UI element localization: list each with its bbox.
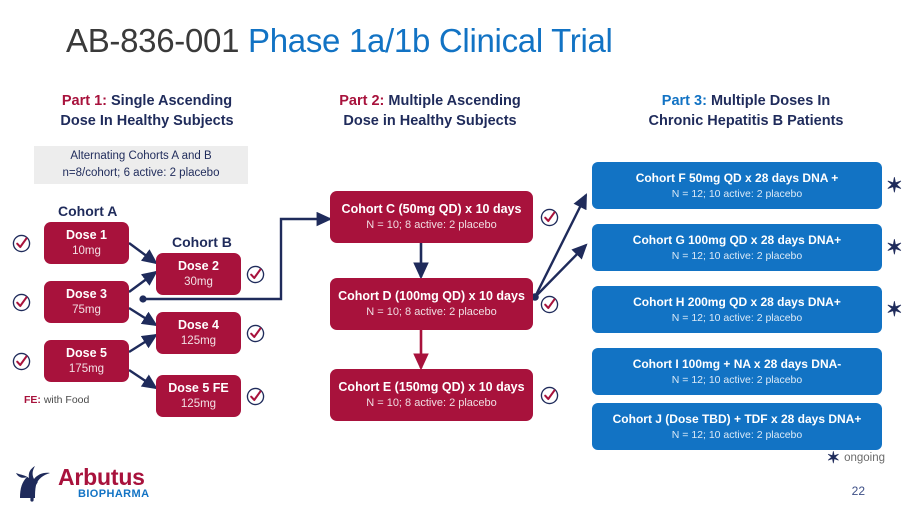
part3-header-line2: Chronic Hepatitis B Patients bbox=[648, 112, 844, 129]
dose-3-name: Dose 3 bbox=[66, 287, 107, 301]
cohort-f-sub: N = 12; 10 active: 2 placebo bbox=[671, 187, 803, 200]
dose-box-5[interactable]: Dose 5 175mg bbox=[44, 340, 129, 382]
checkmark-dose-2 bbox=[246, 265, 265, 284]
cohort-c-title: Cohort C (50mg QD) x 10 days bbox=[341, 202, 522, 217]
dose-2-name: Dose 2 bbox=[178, 259, 219, 273]
part2-label: Part 2: bbox=[339, 93, 385, 109]
fe-legend: FE: with Food bbox=[24, 394, 89, 406]
dose-2-amount: 30mg bbox=[184, 275, 213, 288]
cohort-d-sub: N = 10; 8 active: 2 placebo bbox=[366, 306, 497, 319]
cohort-a-label: Cohort A bbox=[58, 203, 118, 219]
checkmark-cohort-d bbox=[540, 295, 559, 314]
dose-5fe-amount: 125mg bbox=[180, 397, 217, 410]
arrow-dose1-dose2 bbox=[128, 242, 158, 265]
dose-4-name: Dose 4 bbox=[178, 318, 219, 332]
ongoing-legend: ✶ ongoing bbox=[827, 448, 885, 468]
part1-note-box: Alternating Cohorts A and B n=8/cohort; … bbox=[34, 146, 248, 184]
dose-box-2[interactable]: Dose 2 30mg bbox=[156, 253, 241, 295]
page-number: 22 bbox=[851, 484, 865, 498]
arrow-dose3-dose2 bbox=[128, 270, 158, 293]
cohort-box-j[interactable]: Cohort J (Dose TBD) + TDF x 28 days DNA+… bbox=[592, 403, 882, 450]
dose-1-name: Dose 1 bbox=[66, 228, 107, 242]
cohort-h-title: Cohort H 200mg QD x 28 days DNA+ bbox=[633, 295, 841, 310]
title-accent: Phase 1a/1b Clinical Trial bbox=[248, 22, 613, 59]
cohort-e-title: Cohort E (150mg QD) x 10 days bbox=[338, 380, 525, 395]
arbutus-tree-icon bbox=[16, 466, 50, 502]
dose-5-amount: 175mg bbox=[68, 362, 105, 375]
ongoing-asterisk-cohort-h: ✶ bbox=[886, 299, 903, 321]
note-line-1: Alternating Cohorts A and B bbox=[70, 150, 212, 163]
dose-4-amount: 125mg bbox=[180, 334, 217, 347]
cohort-box-e[interactable]: Cohort E (150mg QD) x 10 days N = 10; 8 … bbox=[330, 369, 533, 421]
dose-1-amount: 10mg bbox=[72, 244, 101, 257]
checkmark-cohort-e bbox=[540, 386, 559, 405]
cohort-f-title: Cohort F 50mg QD x 28 days DNA + bbox=[635, 171, 839, 186]
ongoing-legend-label: ongoing bbox=[844, 452, 885, 464]
checkmark-dose-3 bbox=[12, 293, 31, 312]
cohort-e-sub: N = 10; 8 active: 2 placebo bbox=[366, 397, 497, 410]
cohort-b-label: Cohort B bbox=[172, 234, 232, 250]
cohort-box-c[interactable]: Cohort C (50mg QD) x 10 days N = 10; 8 a… bbox=[330, 191, 533, 243]
arbutus-logo: Arbutus BIOPHARMA bbox=[12, 462, 192, 506]
dose-5-name: Dose 5 bbox=[66, 346, 107, 360]
part3-label: Part 3: bbox=[661, 93, 707, 109]
dose-box-3[interactable]: Dose 3 75mg bbox=[44, 281, 129, 323]
checkmark-dose-5fe bbox=[246, 387, 265, 406]
dose-3-amount: 75mg bbox=[72, 303, 101, 316]
part1-label: Part 1: bbox=[61, 93, 107, 109]
cohort-box-f[interactable]: Cohort F 50mg QD x 28 days DNA + N = 12;… bbox=[592, 162, 882, 209]
cohort-g-title: Cohort G 100mg QD x 28 days DNA+ bbox=[632, 233, 842, 248]
checkmark-dose-1 bbox=[12, 234, 31, 253]
junction-node-part1 bbox=[139, 295, 147, 303]
dose-box-4[interactable]: Dose 4 125mg bbox=[156, 312, 241, 354]
fe-legend-rest: with Food bbox=[40, 394, 90, 406]
fe-legend-bold: FE: bbox=[24, 394, 41, 406]
part3-header: Part 3: Multiple Doses In Chronic Hepati… bbox=[600, 92, 892, 131]
cohort-box-h[interactable]: Cohort H 200mg QD x 28 days DNA+ N = 12;… bbox=[592, 286, 882, 333]
title-prefix: AB-836-001 bbox=[66, 22, 248, 59]
page-title: AB-836-001 Phase 1a/1b Clinical Trial bbox=[66, 22, 613, 60]
part1-header-rest: Single Ascending bbox=[106, 93, 233, 109]
part3-header-rest: Multiple Doses In bbox=[706, 93, 831, 109]
checkmark-dose-4 bbox=[246, 324, 265, 343]
cohort-j-sub: N = 12; 10 active: 2 placebo bbox=[671, 428, 803, 441]
arrow-dose5-dose5fe bbox=[128, 369, 158, 390]
ongoing-legend-star: ✶ bbox=[826, 450, 841, 467]
cohort-d-title: Cohort D (100mg QD) x 10 days bbox=[338, 289, 525, 304]
cohort-i-title: Cohort I 100mg + NA x 28 days DNA- bbox=[632, 357, 842, 372]
ongoing-asterisk-cohort-g: ✶ bbox=[886, 237, 903, 259]
ongoing-asterisk-cohort-f: ✶ bbox=[886, 175, 903, 197]
dose-box-1[interactable]: Dose 1 10mg bbox=[44, 222, 129, 264]
part1-header: Part 1: Single Ascending Dose In Healthy… bbox=[22, 92, 272, 131]
cohort-g-sub: N = 12; 10 active: 2 placebo bbox=[671, 249, 803, 262]
logo-wordmark: Arbutus bbox=[58, 464, 145, 490]
cohort-c-sub: N = 10; 8 active: 2 placebo bbox=[366, 219, 497, 232]
cohort-box-d[interactable]: Cohort D (100mg QD) x 10 days N = 10; 8 … bbox=[330, 278, 533, 330]
note-line-2: n=8/cohort; 6 active: 2 placebo bbox=[62, 167, 220, 179]
arrow-part2-to-cohortG bbox=[534, 243, 588, 298]
part2-header-rest: Multiple Ascending bbox=[384, 93, 521, 109]
cohort-h-sub: N = 12; 10 active: 2 placebo bbox=[671, 311, 803, 324]
dose-5fe-name: Dose 5 FE bbox=[168, 381, 229, 395]
part1-header-line2: Dose In Healthy Subjects bbox=[60, 112, 234, 129]
cohort-i-sub: N = 12; 10 active: 2 placebo bbox=[671, 373, 803, 386]
dose-box-5fe[interactable]: Dose 5 FE 125mg bbox=[156, 375, 241, 417]
part2-header-line2: Dose in Healthy Subjects bbox=[343, 112, 517, 129]
checkmark-cohort-c bbox=[540, 208, 559, 227]
cohort-box-g[interactable]: Cohort G 100mg QD x 28 days DNA+ N = 12;… bbox=[592, 224, 882, 271]
logo-subtitle: BIOPHARMA bbox=[78, 488, 150, 500]
cohort-box-i[interactable]: Cohort I 100mg + NA x 28 days DNA- N = 1… bbox=[592, 348, 882, 395]
arrow-dose3-dose4 bbox=[128, 306, 158, 327]
part2-header: Part 2: Multiple Ascending Dose in Healt… bbox=[305, 92, 555, 131]
cohort-j-title: Cohort J (Dose TBD) + TDF x 28 days DNA+ bbox=[612, 412, 862, 427]
checkmark-dose-5 bbox=[12, 352, 31, 371]
arrow-dose5-dose4 bbox=[128, 333, 158, 354]
